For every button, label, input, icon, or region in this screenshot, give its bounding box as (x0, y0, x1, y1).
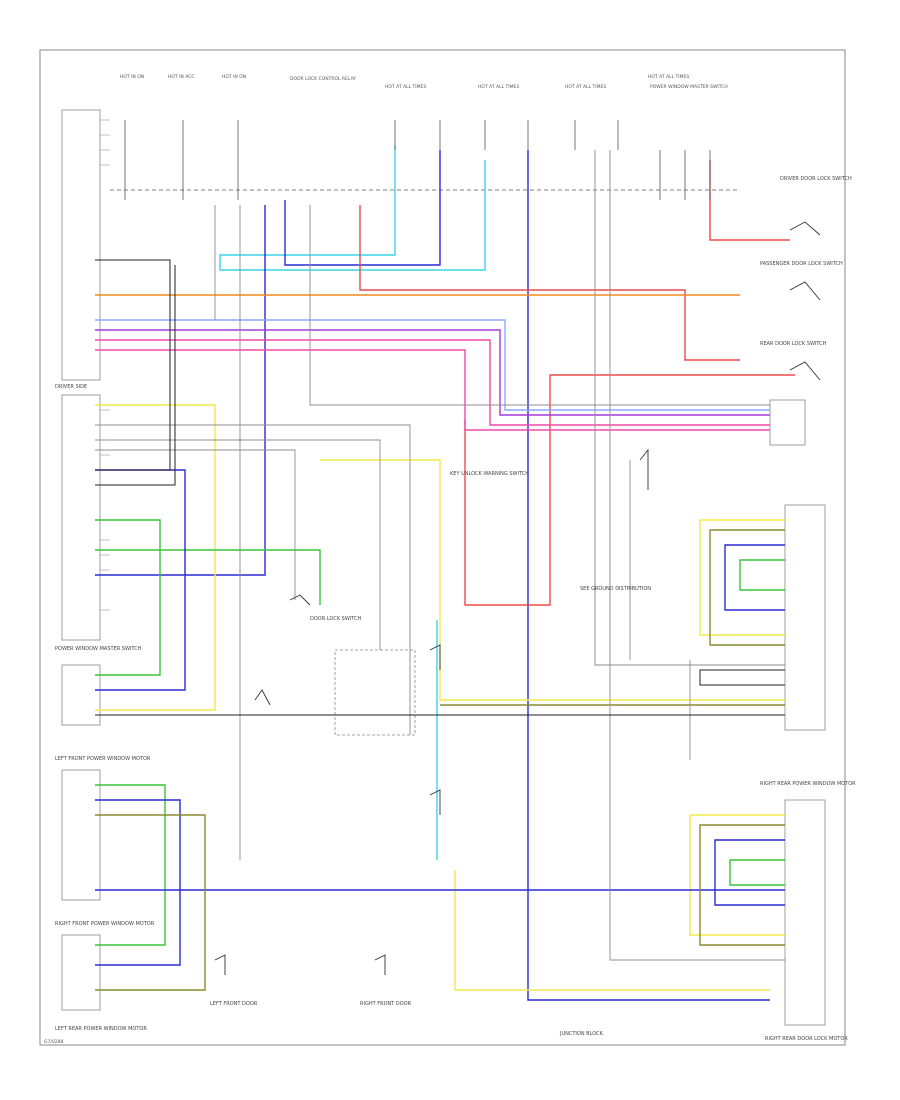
wire-green-1 (95, 549, 321, 605)
svg-text:LEFT FRONT DOOR: LEFT FRONT DOOR (210, 1001, 258, 1007)
wire-green-2 (95, 519, 161, 676)
wire-lightblue (95, 319, 770, 411)
svg-text:HOT IN ON: HOT IN ON (120, 74, 144, 80)
svg-text:HOT IN ACC: HOT IN ACC (168, 74, 195, 80)
wire-yellow-right2 (689, 814, 785, 936)
center-relay-box (334, 649, 416, 736)
svg-text:HOT AT ALL TIMES: HOT AT ALL TIMES (385, 84, 426, 90)
rf-motor-connector (61, 769, 101, 901)
svg-text:HOT IN ON: HOT IN ON (222, 74, 246, 80)
diagram-frame (39, 49, 846, 1046)
left-block-labels: DRIVER SIDE POWER WINDOW MASTER SWITCH L… (55, 384, 155, 1032)
wire-red-3 (464, 374, 795, 606)
bottom-labels: LEFT FRONT DOOR RIGHT FRONT DOOR JUNCTIO… (210, 1001, 604, 1037)
svg-text:RIGHT REAR POWER WINDOW MOTOR: RIGHT REAR POWER WINDOW MOTOR (760, 781, 856, 787)
wire-gray-9 (594, 150, 785, 666)
wire-gray-1 (309, 205, 770, 406)
svg-text:LEFT FRONT POWER WINDOW MOTOR: LEFT FRONT POWER WINDOW MOTOR (55, 756, 151, 762)
svg-text:PASSENGER DOOR LOCK SWITCH: PASSENGER DOOR LOCK SWITCH (760, 261, 843, 267)
svg-text:DOOR LOCK CONTROL RELAY: DOOR LOCK CONTROL RELAY (290, 76, 356, 82)
right-connector-1 (769, 399, 806, 446)
svg-text:POWER WINDOW MASTER SWITCH: POWER WINDOW MASTER SWITCH (650, 84, 728, 90)
wire-blue-right (724, 544, 785, 611)
svg-text:HOT AT ALL TIMES: HOT AT ALL TIMES (565, 84, 606, 90)
wire-gray-3 (95, 439, 381, 650)
wire-gray-10 (609, 150, 785, 961)
wire-blue-right2 (714, 839, 785, 906)
svg-text:KEY UNLOCK WARNING SWITCH: KEY UNLOCK WARNING SWITCH (450, 471, 529, 477)
lr-motor-connector (61, 934, 101, 1011)
wire-black-1 (95, 259, 171, 471)
svg-text:LEFT REAR POWER WINDOW MOTOR: LEFT REAR POWER WINDOW MOTOR (55, 1026, 147, 1032)
svg-text:HOT AT ALL TIMES: HOT AT ALL TIMES (648, 74, 689, 80)
svg-text:REAR DOOR LOCK SWITCH: REAR DOOR LOCK SWITCH (760, 341, 827, 347)
wire-gray-2 (95, 424, 411, 735)
wire-olive-right (709, 529, 785, 646)
wire-blue-rf (95, 799, 181, 966)
fuse-drops (124, 120, 711, 200)
switch-symbols (214, 221, 821, 975)
wire-green-right (739, 559, 785, 591)
wire-black-4 (699, 669, 785, 686)
relay-labels: DOOR LOCK CONTROL RELAY POWER WINDOW MAS… (290, 76, 728, 90)
wire-blue-long (527, 150, 770, 1001)
wire-pink-2 (95, 349, 770, 431)
wire-red-2 (709, 160, 790, 241)
wire-green-right2 (729, 859, 785, 886)
wire-olive-right2 (699, 824, 785, 946)
svg-text:DRIVER SIDE: DRIVER SIDE (55, 384, 87, 390)
master-switch-connector (61, 394, 101, 641)
wires (95, 145, 795, 1001)
top-fuse-labels: HOT IN ON HOT IN ACC HOT IN ON HOT AT AL… (120, 74, 689, 90)
wire-blue-lf (95, 469, 186, 691)
left-connector (61, 109, 101, 381)
wire-olive-1 (95, 814, 206, 991)
wire-pink-1 (95, 339, 770, 426)
pin-ticks (100, 119, 110, 611)
svg-text:HOT AT ALL TIMES: HOT AT ALL TIMES (478, 84, 519, 90)
wire-cyan (219, 145, 486, 271)
svg-text:JUNCTION BLOCK: JUNCTION BLOCK (559, 1031, 604, 1037)
svg-text:SEE GROUND DISTRIBUTION: SEE GROUND DISTRIBUTION (580, 586, 651, 592)
svg-text:RIGHT FRONT POWER WINDOW MOTOR: RIGHT FRONT POWER WINDOW MOTOR (55, 921, 155, 927)
svg-text:POWER WINDOW MASTER SWITCH: POWER WINDOW MASTER SWITCH (55, 646, 142, 652)
wire-gray-4 (95, 449, 296, 600)
footer-code: G7/0288 (44, 1039, 63, 1045)
svg-text:RIGHT REAR DOOR LOCK MOTOR: RIGHT REAR DOOR LOCK MOTOR (765, 1036, 848, 1042)
svg-text:DRIVER DOOR LOCK SWITCH: DRIVER DOOR LOCK SWITCH (780, 176, 852, 182)
wire-yellow-1 (95, 404, 216, 711)
wire-yellow-2 (320, 459, 785, 701)
wire-blue-top (284, 150, 441, 266)
center-labels: KEY UNLOCK WARNING SWITCH DOOR LOCK SWIT… (310, 471, 651, 622)
svg-text:RIGHT FRONT DOOR: RIGHT FRONT DOOR (360, 1001, 412, 1007)
right-block-labels: DRIVER DOOR LOCK SWITCH PASSENGER DOOR L… (760, 176, 856, 1042)
wire-yellow-3 (454, 870, 770, 991)
wire-blue-2 (95, 205, 266, 576)
wire-purple (95, 329, 770, 416)
lf-motor-connector (61, 664, 101, 726)
wire-green-3 (95, 784, 166, 946)
right-connector-2 (784, 504, 826, 731)
right-connector-3 (784, 799, 826, 1026)
wire-black-2 (95, 265, 176, 486)
wire-red-1 (359, 205, 740, 361)
svg-text:DOOR LOCK SWITCH: DOOR LOCK SWITCH (310, 616, 362, 622)
wire-yellow-right (699, 519, 785, 636)
